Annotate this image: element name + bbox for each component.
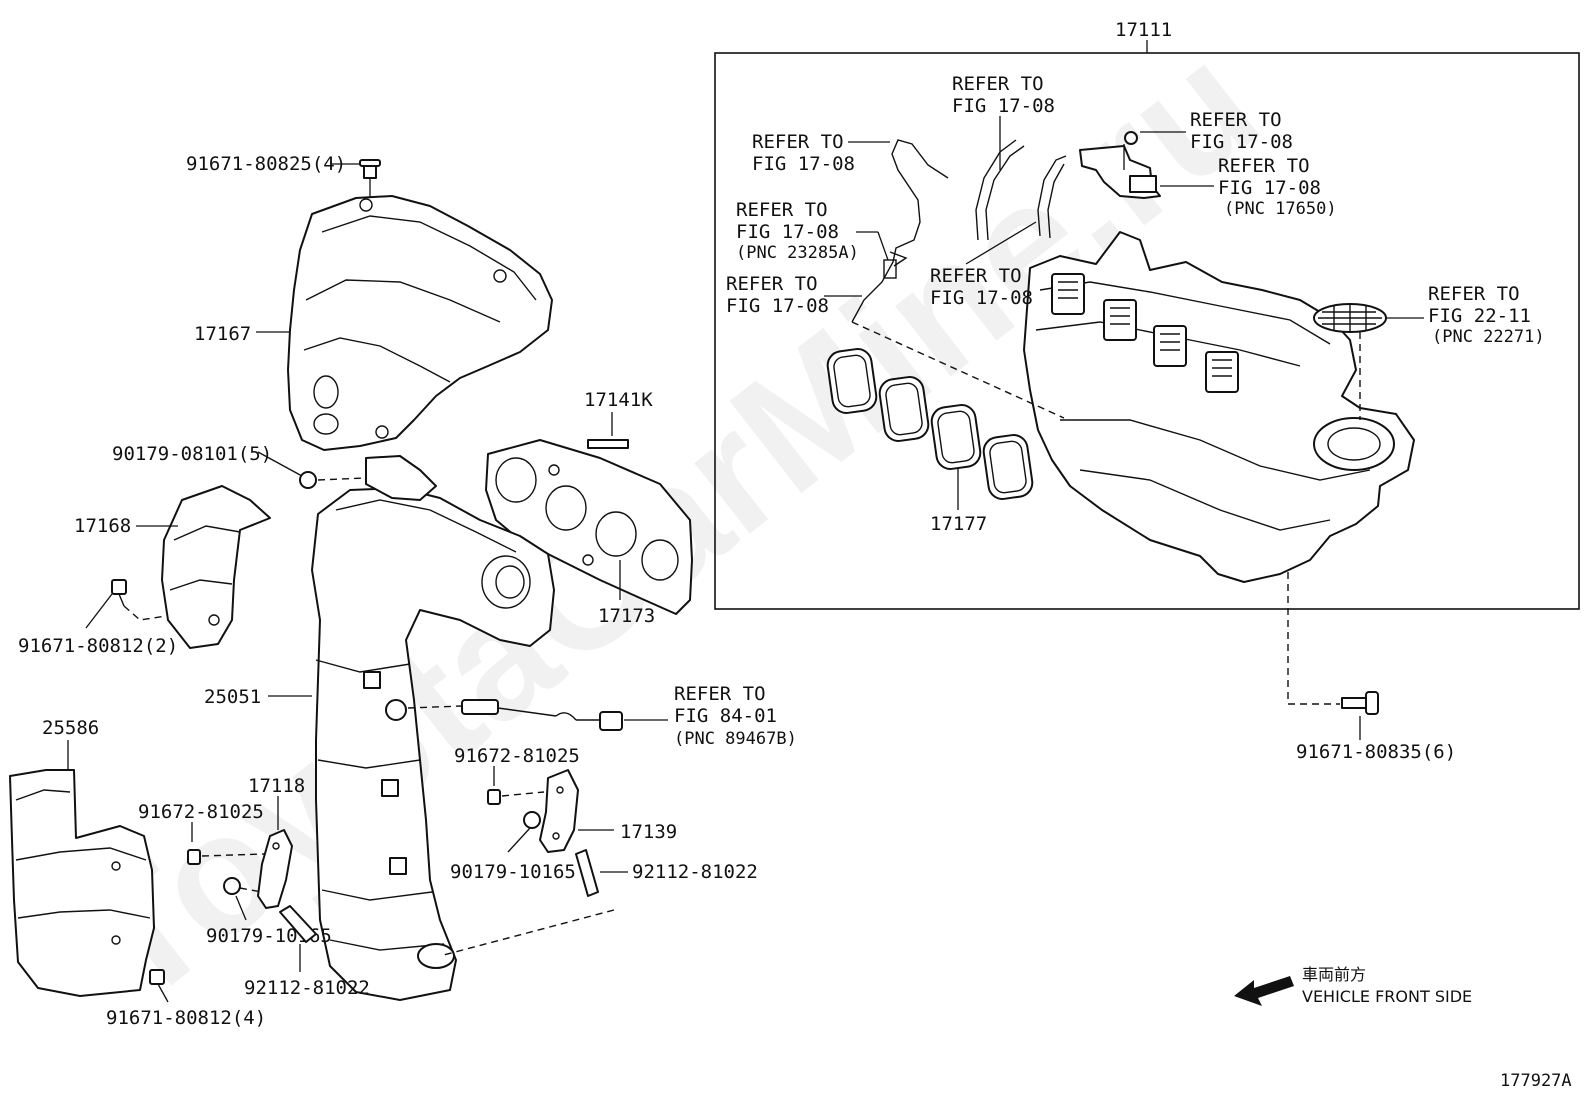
front-arrow-icon: [1234, 976, 1294, 1006]
exhaust-flange: [365, 455, 437, 501]
bolt-label-91672-81025-b: 91672-81025: [454, 745, 580, 767]
heat-insulator-25586: [9, 769, 155, 997]
hose-c: [1037, 155, 1067, 237]
stud-label-92112-81022-a: 92112-81022: [244, 977, 370, 999]
svg-text:REFER TO: REFER TO: [674, 683, 766, 705]
refer-note-2: REFER TO FIG 17-08: [952, 73, 1055, 117]
bracket-17139: [539, 769, 579, 853]
stud-17141K: [587, 439, 629, 449]
nut-label-90179-08101: 90179-08101(5): [112, 443, 272, 465]
stud-label-92112-81022-b: 92112-81022: [632, 861, 758, 883]
heat-insulator-17167: [287, 195, 553, 451]
svg-text:REFER TO: REFER TO: [930, 265, 1022, 287]
figure-id: 177927A: [1500, 1071, 1572, 1091]
refer-note-3: REFER TO FIG 17-08 (PNC 23285A): [736, 199, 859, 263]
bolt-label-91671-80812-2: 91671-80812(2): [18, 635, 178, 657]
nut-90179-08101: [299, 471, 317, 489]
svg-text:REFER TO: REFER TO: [726, 273, 818, 295]
svg-text:FIG 17-08: FIG 17-08: [752, 153, 855, 175]
svg-text:REFER TO: REFER TO: [736, 199, 828, 221]
part-label-17168: 17168: [74, 515, 131, 537]
svg-text:(PNC 89467B): (PNC 89467B): [674, 729, 797, 749]
bolt-label-91671-80835: 91671-80835(6): [1296, 741, 1456, 763]
refer-note-9: REFER TO FIG 84-01 (PNC 89467B): [674, 683, 797, 749]
svg-text:FIG 84-01: FIG 84-01: [674, 705, 777, 727]
nut-90179-10165-b: [523, 811, 541, 829]
bolt-label-91672-81025-a: 91672-81025: [138, 801, 264, 823]
part-label-17173: 17173: [598, 605, 655, 627]
svg-text:(PNC 17650): (PNC 17650): [1224, 199, 1337, 219]
exhaust-manifold-25051: [311, 487, 555, 1001]
bolt-label-91671-80825: 91671-80825(4): [186, 153, 346, 175]
bolt-91671-80812-b: [149, 969, 165, 985]
svg-text:FIG 17-08: FIG 17-08: [952, 95, 1055, 117]
refer-note-4: REFER TO FIG 17-08: [726, 273, 829, 317]
svg-text:FIG 17-08: FIG 17-08: [1218, 177, 1321, 199]
runner-2: [1103, 299, 1137, 341]
o2-sensor-boss: [385, 699, 407, 721]
runner-3: [1153, 325, 1187, 367]
part-label-17111: 17111: [1115, 19, 1172, 41]
o2-sensor-connector: [599, 711, 623, 731]
refer-note-5: REFER TO FIG 17-08: [930, 265, 1033, 309]
exhaust-gasket-17173: [485, 439, 693, 615]
refer-note-7: REFER TO FIG 17-08 (PNC 17650): [1218, 155, 1337, 219]
svg-text:FIG 17-08: FIG 17-08: [1190, 131, 1293, 153]
o2-sensor: [461, 699, 499, 715]
throttle-flange: [1313, 417, 1395, 471]
intake-gasket-set: [826, 348, 1034, 500]
svg-text:(PNC 22271): (PNC 22271): [1432, 327, 1545, 347]
svg-text:FIG 17-08: FIG 17-08: [736, 221, 839, 243]
refer-note-1: REFER TO FIG 17-08: [752, 131, 855, 175]
refer-note-6: REFER TO FIG 17-08: [1190, 109, 1293, 153]
bolt-label-91671-80812-4: 91671-80812(4): [106, 1007, 266, 1029]
refer-note-8: REFER TO FIG 22-11 (PNC 22271): [1428, 283, 1545, 347]
part-label-17177: 17177: [930, 513, 987, 535]
bolt-91672-81025-a: [187, 849, 201, 865]
hose-a: [851, 139, 949, 323]
bolt-91672-81025-b: [487, 789, 501, 805]
part-label-17141K: 17141K: [584, 389, 653, 411]
bolt-91671-80812-a: [111, 579, 127, 595]
svg-text:FIG 17-08: FIG 17-08: [726, 295, 829, 317]
svg-text:REFER TO: REFER TO: [952, 73, 1044, 95]
hose-b: [975, 139, 1017, 241]
bracket-17118: [257, 829, 293, 909]
svg-text:REFER TO: REFER TO: [1218, 155, 1310, 177]
front-side-jp: 車両前方: [1302, 965, 1366, 984]
part-label-17167: 17167: [194, 323, 251, 345]
front-side-en: VEHICLE FRONT SIDE: [1302, 987, 1472, 1006]
bolt-91671-80835: [1341, 697, 1369, 709]
runner-4: [1205, 351, 1239, 393]
nut-label-90179-10165-b: 90179-10165: [450, 861, 576, 883]
svg-text:FIG 17-08: FIG 17-08: [930, 287, 1033, 309]
stud-92112-81022-b: [575, 849, 599, 897]
svg-text:(PNC 23285A): (PNC 23285A): [736, 243, 859, 263]
runner-1: [1051, 273, 1085, 315]
svg-text:REFER TO: REFER TO: [1428, 283, 1520, 305]
part-label-25051: 25051: [204, 686, 261, 708]
svg-text:REFER TO: REFER TO: [752, 131, 844, 153]
stud-92112-81022-a: [279, 905, 317, 943]
nut-90179-10165-a: [223, 877, 241, 895]
part-label-25586: 25586: [42, 717, 99, 739]
svg-text:FIG 22-11: FIG 22-11: [1428, 305, 1531, 327]
svg-text:REFER TO: REFER TO: [1190, 109, 1282, 131]
part-label-17118: 17118: [248, 775, 305, 797]
part-label-17139: 17139: [620, 821, 677, 843]
heat-insulator-17168: [161, 485, 271, 649]
